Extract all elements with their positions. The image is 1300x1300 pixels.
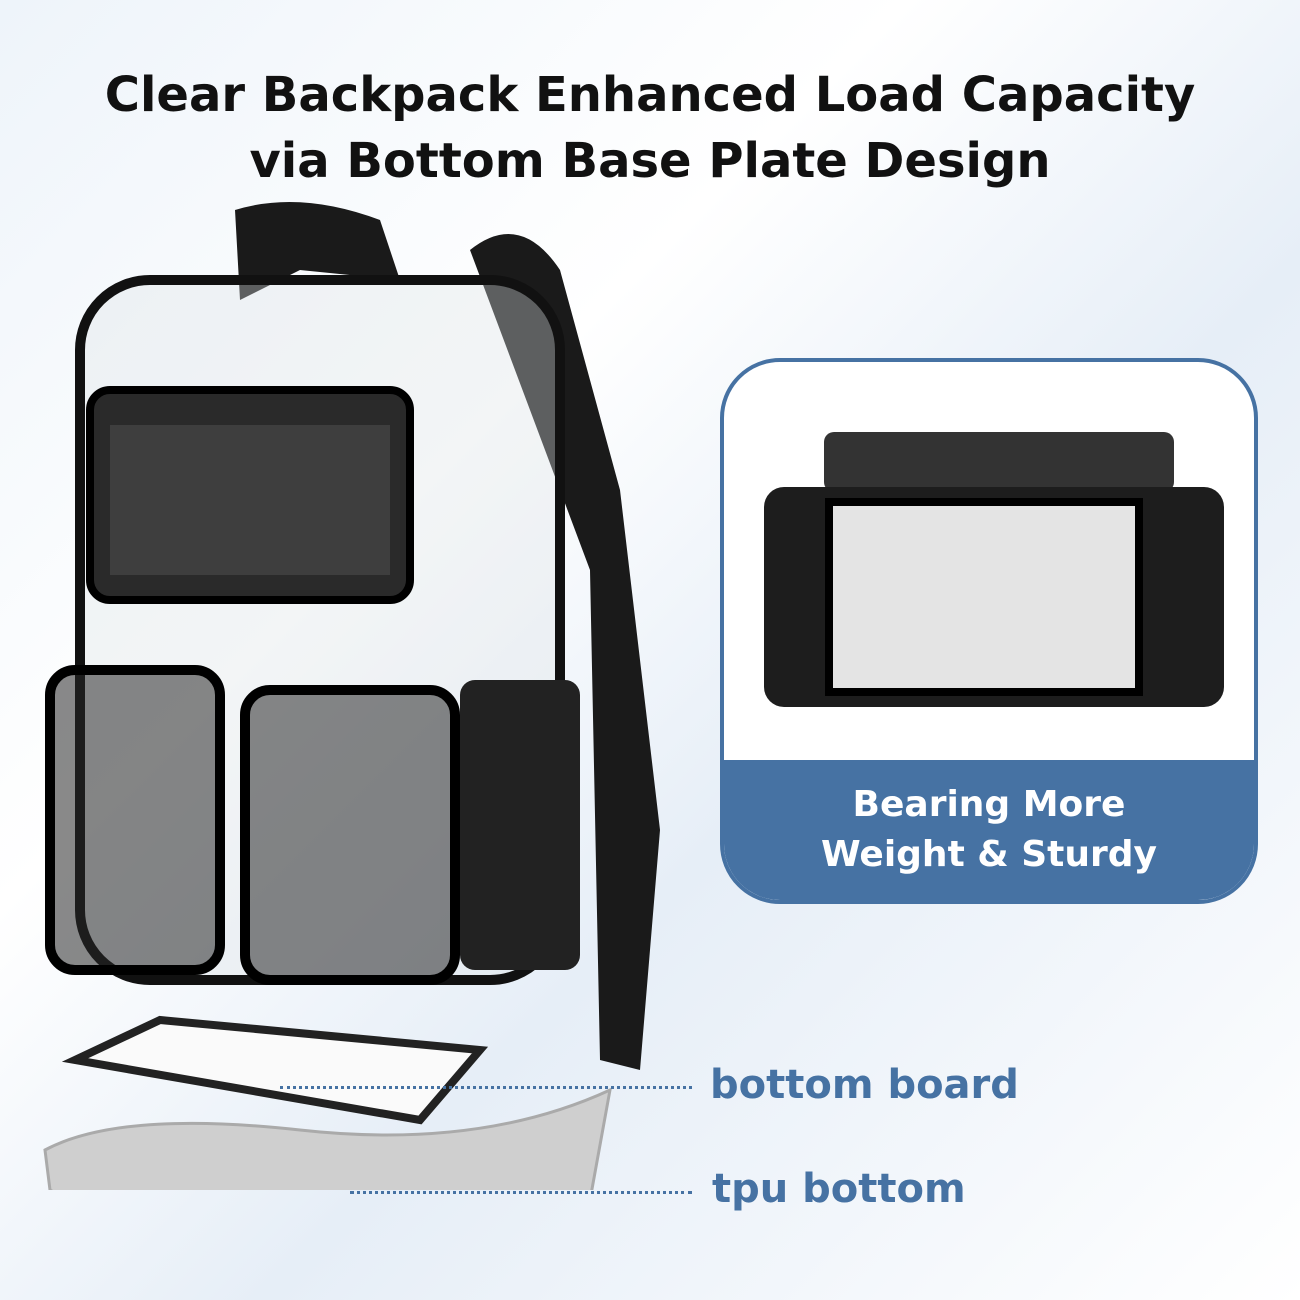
bottom-view-card: Bearing More Weight & Sturdy [720,358,1258,904]
headline-line1: Clear Backpack Enhanced Load Capacity [104,67,1196,123]
bottom-board-leader [280,1086,692,1089]
tpu-bottom-label: tpu bottom [712,1166,966,1212]
headline: Clear Backpack Enhanced Load Capacity vi… [0,62,1300,194]
headline-line2: via Bottom Base Plate Design [249,133,1051,189]
bottom-board-label: bottom board [710,1062,1019,1108]
caption-line2: Weight & Sturdy [820,834,1157,875]
bottom-view-image [764,432,1224,707]
backpack-image [43,202,660,1190]
card-caption: Bearing More Weight & Sturdy [724,760,1254,900]
tpu-bottom-leader [350,1191,692,1194]
caption-line1: Bearing More [852,784,1126,825]
